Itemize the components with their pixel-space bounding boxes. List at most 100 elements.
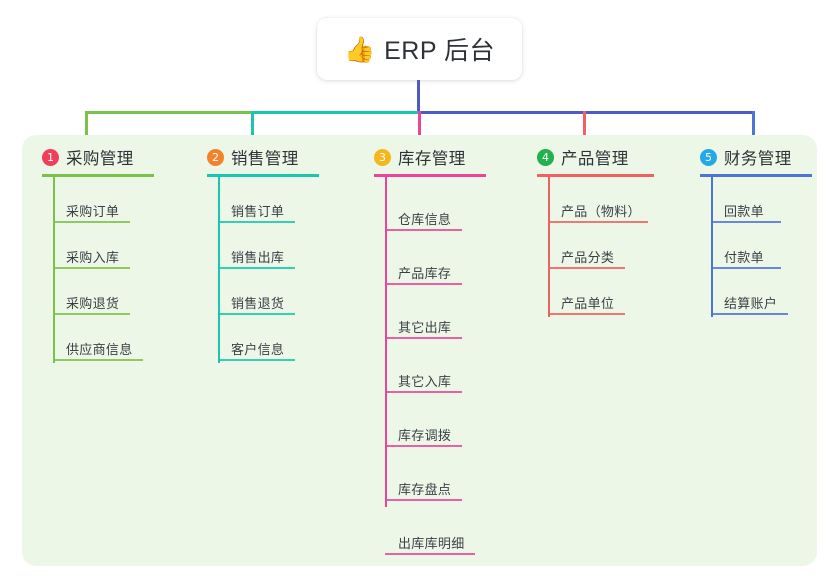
- branch-item[interactable]: 其它出库: [385, 285, 465, 339]
- branch-item-underline: [218, 313, 295, 315]
- branch-underline: [374, 174, 486, 177]
- branch-header-5[interactable]: 5 财务管理: [700, 145, 792, 169]
- branch-item-underline: [53, 267, 130, 269]
- branch-number-badge: 3: [374, 148, 391, 166]
- branch-item-underline: [53, 221, 130, 223]
- branch-item-list: 采购订单采购入库采购退货供应商信息: [53, 177, 143, 363]
- branch-item[interactable]: 采购入库: [53, 223, 133, 269]
- branch-item-underline: [385, 229, 462, 231]
- branch-spine: [53, 177, 55, 363]
- branch-item[interactable]: 库存盘点: [385, 447, 465, 501]
- branch-item-label: 其它入库: [398, 374, 452, 389]
- branch-header-1[interactable]: 1 采购管理: [42, 145, 134, 169]
- branch-underline: [207, 174, 319, 177]
- branch-item-list: 销售订单销售出库销售退货客户信息: [218, 177, 295, 363]
- branch-item[interactable]: 产品单位: [548, 269, 641, 315]
- branch-title: 采购管理: [66, 150, 134, 168]
- branch-item-list: 回款单付款单结算账户: [711, 177, 788, 317]
- branch-item-underline: [385, 445, 462, 447]
- drop-finance: [752, 111, 755, 144]
- branch-item-label: 产品（物料）: [561, 204, 641, 219]
- branch-item[interactable]: 采购退货: [53, 269, 133, 315]
- branch-item-label: 供应商信息: [66, 342, 133, 357]
- branch-item-underline: [711, 221, 781, 223]
- branch-item-label: 回款单: [724, 204, 764, 219]
- branch-underline: [42, 174, 154, 177]
- branch-title: 产品管理: [561, 150, 629, 168]
- branch-item[interactable]: 产品分类: [548, 223, 641, 269]
- branch-item[interactable]: 供应商信息: [53, 315, 143, 361]
- branch-item-list: 仓库信息产品库存其它出库其它入库库存调拨库存盘点出库库明细: [385, 177, 475, 555]
- branch-item-list: 产品（物料） 产品分类产品单位: [548, 177, 648, 317]
- branch-item[interactable]: 付款单: [711, 223, 781, 269]
- branch-item[interactable]: 仓库信息: [385, 177, 465, 231]
- branch-item-underline: [218, 267, 295, 269]
- branch-item-label: 库存盘点: [398, 482, 452, 497]
- branch-item-underline: [218, 359, 295, 361]
- drop-product: [583, 111, 586, 144]
- branch-item[interactable]: 销售退货: [218, 269, 295, 315]
- branch-item[interactable]: 销售出库: [218, 223, 295, 269]
- branch-item-underline: [548, 313, 625, 315]
- branch-header-2[interactable]: 2 销售管理: [207, 145, 299, 169]
- branch-item[interactable]: 出库库明细: [385, 501, 475, 555]
- segment-blue: [418, 111, 755, 114]
- thumbs-up-icon: 👍: [343, 34, 376, 64]
- segment-teal: [251, 111, 418, 114]
- branch-item-label: 客户信息: [231, 342, 285, 357]
- branch-item[interactable]: 客户信息: [218, 315, 295, 361]
- branch-item-label: 其它出库: [398, 320, 452, 335]
- root-node[interactable]: 👍 ERP 后台: [317, 18, 522, 80]
- branch-item-underline: [385, 337, 462, 339]
- branch-item-underline: [218, 221, 295, 223]
- branch-item-underline: [53, 313, 130, 315]
- branch-item-underline: [385, 283, 462, 285]
- branch-item-underline: [53, 359, 143, 361]
- branch-underline: [700, 174, 812, 177]
- branch-item-label: 采购订单: [66, 204, 120, 219]
- branch-item-underline: [385, 553, 475, 555]
- branch-item-label: 产品单位: [561, 296, 615, 311]
- branch-item[interactable]: 结算账户: [711, 269, 788, 315]
- branch-item-label: 产品库存: [398, 266, 452, 281]
- root-title: ERP 后台: [384, 37, 496, 65]
- branch-spine: [218, 177, 220, 363]
- branch-item-label: 销售订单: [231, 204, 285, 219]
- root-stem-connector: [417, 80, 420, 112]
- branch-title: 财务管理: [724, 150, 792, 168]
- branch-item-underline: [385, 391, 462, 393]
- branch-title: 库存管理: [398, 150, 466, 168]
- branch-number-badge: 2: [207, 148, 224, 166]
- branch-item-underline: [711, 267, 781, 269]
- branch-item[interactable]: 回款单: [711, 177, 781, 223]
- branch-number-badge: 1: [42, 148, 59, 166]
- branch-underline: [537, 174, 654, 177]
- branch-spine: [711, 177, 713, 317]
- branch-spine: [385, 177, 387, 507]
- drop-sales: [251, 111, 254, 144]
- branch-item-underline: [711, 313, 788, 315]
- branch-item-underline: [385, 499, 462, 501]
- branch-item-underline: [548, 267, 625, 269]
- branch-header-3[interactable]: 3 库存管理: [374, 145, 466, 169]
- branch-title: 销售管理: [231, 150, 299, 168]
- branch-item-label: 仓库信息: [398, 212, 452, 227]
- drop-inventory: [418, 111, 421, 144]
- branch-item-label: 产品分类: [561, 250, 615, 265]
- branch-item-underline: [548, 221, 648, 223]
- branches-panel: 1 采购管理采购订单采购入库采购退货供应商信息 2 销售管理销售订单销售出库销售退货客…: [22, 135, 817, 566]
- branch-item[interactable]: 其它入库: [385, 339, 465, 393]
- branch-item[interactable]: 产品库存: [385, 231, 465, 285]
- branch-item[interactable]: 产品（物料）: [548, 177, 648, 223]
- segment-green: [85, 111, 251, 114]
- branch-number-badge: 5: [700, 148, 717, 166]
- branch-item[interactable]: 库存调拨: [385, 393, 465, 447]
- branch-item[interactable]: 采购订单: [53, 177, 133, 223]
- branch-item-label: 付款单: [724, 250, 764, 265]
- drop-purchasing: [85, 111, 88, 144]
- branch-item[interactable]: 销售订单: [218, 177, 295, 223]
- branch-item-label: 采购入库: [66, 250, 120, 265]
- branch-spine: [548, 177, 550, 317]
